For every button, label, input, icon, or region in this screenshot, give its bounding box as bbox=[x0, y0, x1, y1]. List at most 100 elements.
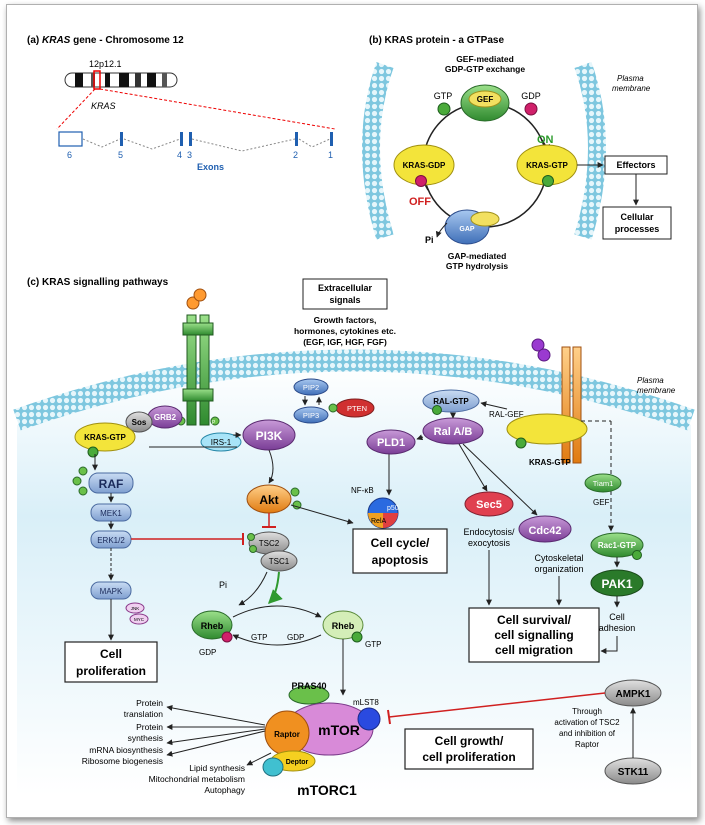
mtorc1-complex bbox=[262, 685, 381, 777]
phospho: P bbox=[178, 420, 182, 426]
kras-gtp-label: KRAS-GTP bbox=[526, 161, 568, 170]
output-label: Ribosome biogenesis bbox=[82, 756, 163, 766]
pak1-label: PAK1 bbox=[601, 577, 632, 591]
pip2-label: PIP2 bbox=[303, 383, 319, 392]
tsc1 bbox=[260, 550, 298, 572]
rheb-label: Rheb bbox=[332, 621, 355, 631]
endocytosis-label: Endocytosis/ bbox=[463, 527, 515, 537]
membrane-right bbox=[574, 62, 606, 240]
kras-gene-label: KRAS bbox=[91, 101, 116, 111]
tiam1 bbox=[584, 473, 622, 493]
kras-gtp-label: KRAS-GTP bbox=[84, 433, 126, 442]
deptor-label: Deptor bbox=[286, 759, 309, 766]
through-label: Raptor bbox=[575, 740, 599, 749]
panel-a: (a) KRAS gene - Chromosome 12 12p12.1 KR… bbox=[27, 35, 336, 172]
right-receptor bbox=[531, 338, 582, 464]
pip3-label: PIP3 bbox=[303, 411, 319, 420]
gtp-label: GTP bbox=[434, 91, 453, 101]
through-label: activation of TSC2 bbox=[554, 718, 620, 727]
plasma-membrane-label: Plasma bbox=[617, 74, 644, 83]
exon-number: 3 bbox=[187, 150, 192, 160]
chromosome-12 bbox=[64, 70, 178, 90]
growth-factors-label: (EGF, IGF, HGF, FGF) bbox=[303, 337, 387, 347]
effectors-label: Effectors bbox=[616, 160, 655, 170]
sec5 bbox=[464, 491, 514, 517]
cytoskeletal-label: Cytoskeletal bbox=[534, 553, 583, 563]
cellular-processes-label: processes bbox=[615, 224, 660, 234]
gef-caption: GEF-mediated bbox=[456, 54, 514, 64]
kras-gtp-right-label: KRAS-GTP bbox=[529, 458, 571, 467]
pld1-label: PLD1 bbox=[377, 437, 405, 449]
exon-number: 4 bbox=[177, 150, 182, 160]
rela-label: RelA bbox=[371, 518, 387, 525]
pras40-label: PRAS40 bbox=[291, 681, 326, 691]
pip3 bbox=[293, 406, 329, 424]
gdp-label-c: GDP bbox=[199, 648, 216, 657]
tiam1-label: Tiam1 bbox=[593, 479, 614, 488]
through-label: Through bbox=[572, 707, 602, 716]
rheb-label: Rheb bbox=[201, 621, 224, 631]
chromosome-band: 12p12.1 bbox=[89, 59, 122, 69]
sos bbox=[125, 411, 153, 433]
panel-b-title: (b) KRAS protein - a GTPase bbox=[369, 35, 504, 46]
output-label: Lipid synthesis bbox=[189, 763, 245, 773]
myc bbox=[129, 613, 149, 625]
cell-survival-label: cell migration bbox=[495, 643, 573, 657]
grb2-label: GRB2 bbox=[154, 413, 177, 422]
extracellular-label: Extracellular bbox=[318, 283, 373, 293]
membrane-left bbox=[362, 62, 394, 240]
jnk bbox=[125, 602, 145, 614]
jnk-label: JNK bbox=[131, 606, 140, 611]
ampk-inhibition bbox=[388, 692, 606, 718]
exon-number: 6 bbox=[67, 150, 72, 160]
cell-cycle-label: Cell cycle/ bbox=[371, 536, 430, 550]
mtorc1-label: mTORC1 bbox=[297, 782, 357, 798]
on-label: ON bbox=[537, 134, 554, 146]
panel-c: (c) KRAS signalling pathways Plasma memb… bbox=[13, 277, 695, 798]
output-label: Mitochondrial metabolism bbox=[149, 774, 245, 784]
gap-caption: GTP hydrolysis bbox=[446, 261, 508, 271]
gef-label-c: GEF bbox=[593, 498, 610, 507]
pi3k-label: PI3K bbox=[256, 429, 283, 443]
rac1-label: Rac1-GTP bbox=[598, 541, 637, 550]
extracellular-label: signals bbox=[329, 295, 360, 305]
output-label: Protein bbox=[136, 698, 163, 708]
gef-label: GEF bbox=[477, 95, 494, 104]
figure-frame: (a) KRAS gene - Chromosome 12 12p12.1 KR… bbox=[6, 4, 698, 818]
mapk-label: MAPK bbox=[100, 587, 123, 596]
mek1-label: MEK1 bbox=[100, 509, 122, 518]
panel-b: (b) KRAS protein - a GTPase Plasma membr… bbox=[362, 35, 672, 271]
cell-growth-label: cell proliferation bbox=[422, 750, 515, 764]
panel-a-title: (a) KRAS gene - Chromosome 12 bbox=[27, 35, 184, 46]
cell-adhesion-label: adhesion bbox=[599, 623, 636, 633]
pip2 bbox=[293, 378, 329, 396]
pi-label-c: Pi bbox=[219, 580, 227, 590]
ral-gef-label: RAL-GEF bbox=[489, 410, 524, 419]
kras-locus-marker bbox=[93, 70, 101, 90]
irs1-label: IRS-1 bbox=[211, 438, 232, 447]
membrane-label: membrane bbox=[637, 386, 676, 395]
gdp-label: GDP bbox=[521, 91, 541, 101]
panel-c-title: (c) KRAS signalling pathways bbox=[27, 277, 169, 288]
exons-label: Exons bbox=[197, 162, 224, 172]
through-label: and inhibition of bbox=[559, 729, 616, 738]
cell-proliferation-label: proliferation bbox=[76, 664, 146, 678]
p50-label: p50 bbox=[387, 505, 399, 512]
stk11-label: STK11 bbox=[618, 767, 649, 778]
ampk1-label: AMPK1 bbox=[615, 689, 650, 700]
output-label: translation bbox=[124, 709, 163, 719]
phospho: P bbox=[212, 420, 216, 426]
plasma-membrane-label: membrane bbox=[612, 84, 651, 93]
output-label: Autophagy bbox=[204, 785, 245, 795]
cellular-processes-label: Cellular bbox=[620, 212, 654, 222]
raptor-label: Raptor bbox=[274, 730, 300, 739]
gdp-label-c: GDP bbox=[287, 633, 304, 642]
akt-label: Akt bbox=[259, 493, 278, 507]
cell-survival-label: Cell survival/ bbox=[497, 613, 572, 627]
pi-label: Pi bbox=[425, 235, 434, 245]
myc-label: MYC bbox=[134, 617, 145, 622]
tsc2-label: TSC2 bbox=[259, 539, 280, 548]
pten-label: PTEN bbox=[347, 404, 367, 413]
output-label: synthesis bbox=[128, 733, 163, 743]
gdp-ball bbox=[524, 102, 538, 116]
